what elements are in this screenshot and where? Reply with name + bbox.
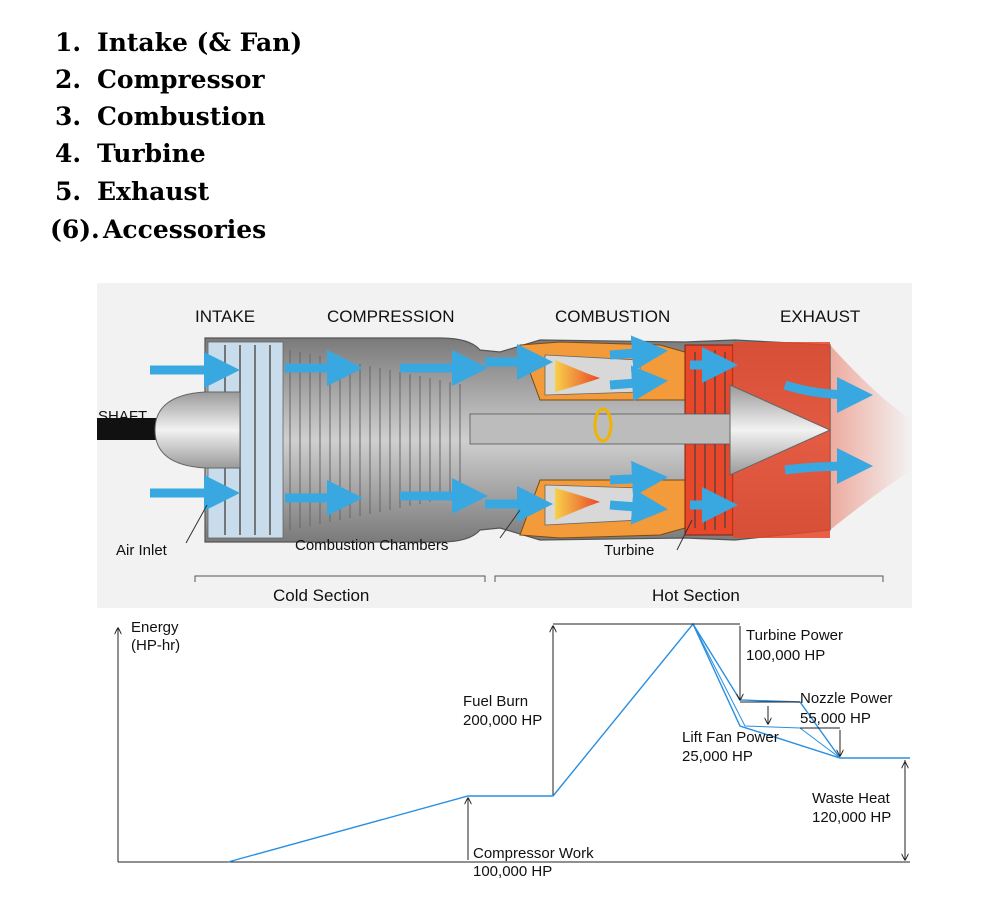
dimension-lines xyxy=(468,623,905,860)
compressor-work-value: 100,000 HP xyxy=(473,863,552,880)
cold-section-bracket xyxy=(194,575,486,582)
step-2-number: 2. xyxy=(55,65,81,94)
step-4-number: 4. xyxy=(55,139,81,168)
hot-section-label: Hot Section xyxy=(652,586,740,605)
step-1-label: Intake (& Fan) xyxy=(97,28,302,57)
energy-path-secondary xyxy=(692,623,841,759)
engine-diagram: INTAKE COMPRESSION COMBUSTION EXHAUST xyxy=(97,283,912,608)
step-5-label: Exhaust xyxy=(97,177,210,206)
step-6-label: Accessories xyxy=(102,215,266,244)
section-label-combustion: COMBUSTION xyxy=(555,307,670,326)
tail-cone xyxy=(729,384,832,476)
air-inlet-label: Air Inlet xyxy=(116,542,168,559)
section-label-intake: INTAKE xyxy=(195,307,255,326)
combustion-chambers-label: Combustion Chambers xyxy=(295,537,448,554)
compressor-work-label: Compressor Work xyxy=(473,845,594,862)
cold-section-label: Cold Section xyxy=(273,586,369,605)
energy-diagram: Energy (HP-hr) Compressor Work 100,000 H… xyxy=(118,619,910,880)
shaft xyxy=(97,418,167,440)
fuel-burn-value: 200,000 HP xyxy=(463,712,542,729)
step-1-number: 1. xyxy=(55,28,81,57)
waste-heat-label: Waste Heat xyxy=(812,790,891,807)
step-6-number: (6). xyxy=(50,215,100,244)
lift-fan-power-value: 25,000 HP xyxy=(682,748,753,765)
step-4-label: Turbine xyxy=(97,139,206,168)
step-3-number: 3. xyxy=(55,102,81,131)
nozzle-power-value: 55,000 HP xyxy=(800,710,871,727)
turbine-power-value: 100,000 HP xyxy=(746,647,825,664)
step-2-label: Compressor xyxy=(97,65,265,94)
turbine-label: Turbine xyxy=(604,542,654,559)
energy-axis-unit: (HP-hr) xyxy=(131,637,180,654)
energy-path-nozzle xyxy=(692,623,841,759)
rotation-icon xyxy=(593,407,613,443)
turbine-power-label: Turbine Power xyxy=(746,627,843,644)
flame-bottom xyxy=(555,488,600,520)
step-3-label: Combustion xyxy=(97,102,266,131)
step-list: 1. Intake (& Fan) 2. Compressor 3. Combu… xyxy=(50,28,302,244)
nose-cone xyxy=(154,391,241,469)
section-label-exhaust: EXHAUST xyxy=(780,307,860,326)
callout-lines xyxy=(185,504,693,551)
waste-heat-value: 120,000 HP xyxy=(812,809,891,826)
flame-top xyxy=(555,360,600,392)
nozzle-power-label: Nozzle Power xyxy=(800,690,893,707)
airflow-arrows xyxy=(150,335,873,525)
step-5-number: 5. xyxy=(55,177,81,206)
energy-axis-label: Energy xyxy=(131,619,179,636)
section-label-compression: COMPRESSION xyxy=(327,307,455,326)
fuel-burn-label: Fuel Burn xyxy=(463,693,528,710)
hot-section-bracket xyxy=(494,575,884,582)
shaft-label: SHAFT xyxy=(98,408,147,425)
lift-fan-power-label: Lift Fan Power xyxy=(682,729,779,746)
